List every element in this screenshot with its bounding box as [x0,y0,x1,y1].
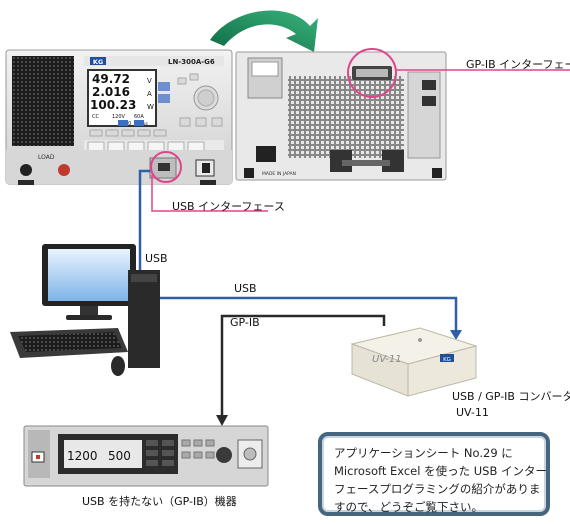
usb-interface-label: USB インターフェース [172,200,285,213]
usb-pc-label: USB [145,252,168,265]
gpib-arrowhead-icon [216,415,228,426]
converter-label: USB / GP-IB コンバータ [452,390,570,403]
device-display-right: 500 [108,449,131,463]
note-line-2: Microsoft Excel を使った USB インター [334,464,548,478]
voltage-readout: 49.72 [92,72,130,86]
voltage-unit: V [147,77,152,85]
power-unit: W [147,103,154,111]
gpib-cable-line [220,314,386,418]
usb-line-label: USB [234,282,257,295]
usb-cable-line [138,169,150,270]
made-in-text: MADE IN JAPAN [262,171,296,177]
usb-converter-line [160,296,458,332]
gpib-device: 1200 500 [23,425,269,487]
note-line-1: アプリケーションシート No.29 に [334,446,513,460]
current-unit: A [147,90,152,98]
brand-text: KG [93,58,103,66]
gpib-interface-label: GP-IB インターフェース [466,58,570,71]
range-a-text: 60A [134,114,144,120]
converter-brand: KG [443,357,451,363]
mode-text: CC [92,114,99,120]
usb-gpib-converter: UV-11 KG [350,327,478,397]
power-readout: 100.23 [90,98,136,112]
range-v-text: 120V [112,114,126,120]
note-line-3: フェースプログラミングの紹介がありますので、どうぞご覧下さい。 [334,482,541,514]
device-display-left: 1200 [67,449,98,463]
usb-callout-line [151,175,268,212]
load-label: LOAD [38,154,55,161]
gpib-highlight-circle [347,48,397,98]
model-text: LN-300A-G6 [168,58,215,66]
non-usb-device-label: USB を持たない（GP-IB）機器 [82,495,237,508]
gpib-line-label: GP-IB [230,316,260,329]
converter-model-mark: UV-11 [372,354,402,365]
usb-arrowhead-icon [450,330,462,340]
electronic-load-front: KG LN-300A-G6 49.72 V 2.016 A 100.23 W C… [5,49,233,185]
power-switch-icon [202,163,210,173]
brand-logo [90,57,106,65]
flow-arrow-icon [210,10,318,52]
application-note-box: アプリケーションシート No.29 に Microsoft Excel を使った… [318,432,550,516]
converter-model-label: UV-11 [456,406,489,419]
current-readout: 2.016 [92,85,130,99]
usb-port-icon [158,163,170,171]
electronic-load-rear: MADE IN JAPAN [235,51,447,181]
usb-highlight-circle [150,151,182,183]
pc-computer [10,244,160,376]
